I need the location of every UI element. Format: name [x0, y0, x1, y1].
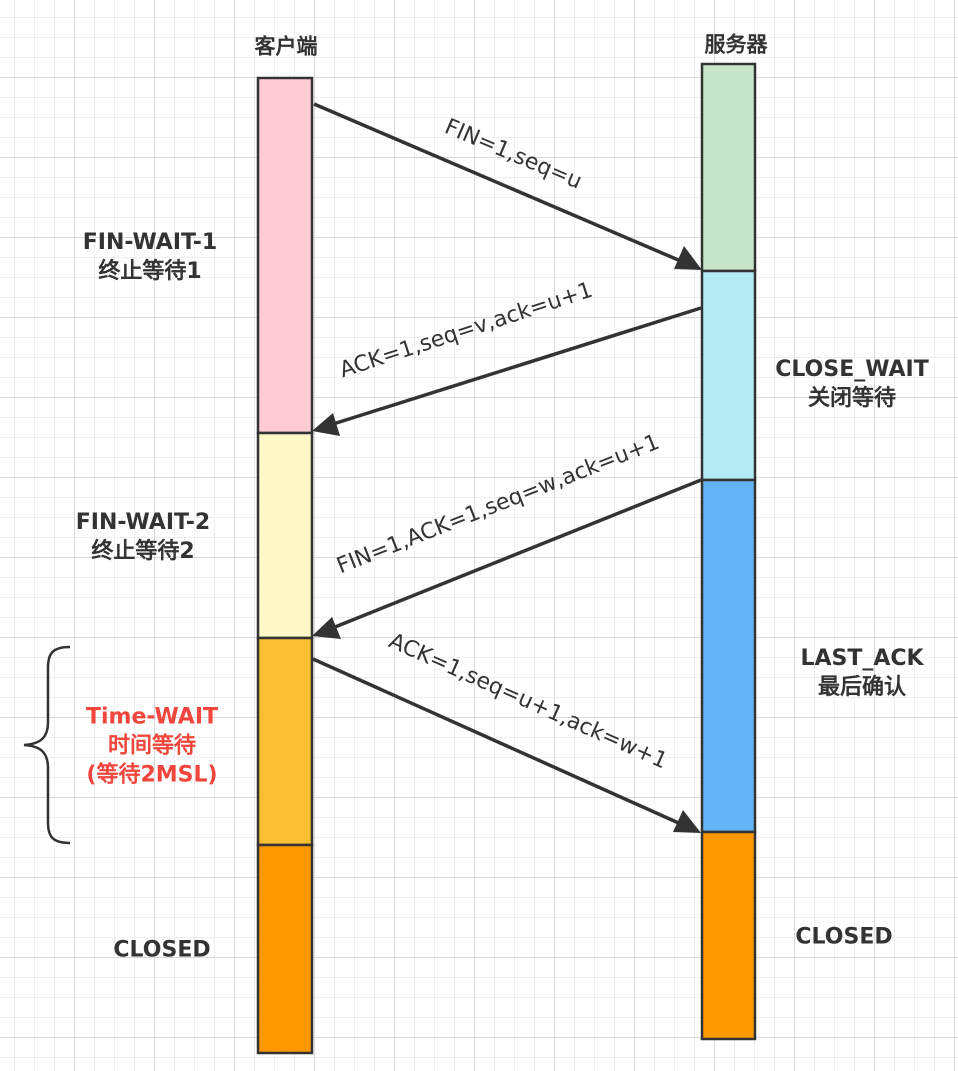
state-name: CLOSED — [795, 924, 893, 950]
server-lifeline — [700, 62, 757, 1041]
message-arrows — [312, 102, 702, 833]
client-header: 客户端 — [255, 33, 318, 62]
client-bar-closed — [256, 843, 314, 1055]
state-name-cn: 终止等待2 — [91, 539, 195, 564]
server-state-last-ack: LAST_ACK 最后确认 — [800, 644, 923, 702]
arrow-ack-2 — [312, 657, 684, 827]
client-state-fin-wait-1: FIN-WAIT-1 终止等待1 — [83, 228, 217, 286]
client-state-fin-wait-2: FIN-WAIT-2 终止等待2 — [76, 508, 210, 566]
arrow-fin-1 — [313, 102, 684, 264]
arrowhead-ack-1 — [312, 413, 340, 436]
state-name: Time-WAIT — [85, 704, 219, 730]
server-header: 服务器 — [705, 31, 768, 60]
server-state-closed: CLOSED — [795, 923, 892, 952]
state-name-cn: 最后确认 — [817, 675, 906, 700]
client-header-text: 客户端 — [254, 34, 318, 59]
client-state-closed: CLOSED — [113, 936, 210, 965]
state-name: CLOSE_WAIT — [775, 357, 929, 382]
state-name-cn: 时间等待 — [107, 733, 197, 759]
server-state-close-wait: CLOSE_WAIT 关闭等待 — [775, 355, 928, 413]
server-bar-close-wait — [700, 269, 757, 482]
server-header-text: 服务器 — [704, 32, 768, 57]
client-bar-time-wait — [256, 636, 314, 847]
state-name: FIN-WAIT-2 — [75, 510, 211, 535]
server-bar-last-ack — [700, 478, 757, 834]
state-name: CLOSED — [113, 937, 211, 963]
arrow-ack-1 — [329, 306, 702, 427]
client-state-time-wait: Time-WAIT 时间等待 (等待2MSL) — [86, 703, 218, 790]
state-name: LAST_ACK — [800, 646, 924, 671]
client-lifeline — [256, 76, 314, 1055]
arrowhead-fin-2 — [312, 617, 341, 639]
client-bar-fin-wait-2 — [256, 431, 314, 640]
state-name-cn: 终止等待1 — [98, 259, 202, 284]
server-bar-established — [700, 62, 757, 273]
state-duration: (等待2MSL) — [86, 762, 218, 788]
server-bar-closed — [700, 830, 757, 1041]
arrow-fin-2 — [329, 478, 702, 631]
arrowhead-fin-1 — [674, 246, 702, 270]
state-name-cn: 关闭等待 — [807, 386, 897, 411]
arrowhead-ack-2 — [673, 810, 701, 833]
time-wait-brace — [23, 645, 71, 845]
client-bar-fin-wait-1 — [256, 76, 314, 435]
state-name: FIN-WAIT-1 — [82, 230, 218, 255]
